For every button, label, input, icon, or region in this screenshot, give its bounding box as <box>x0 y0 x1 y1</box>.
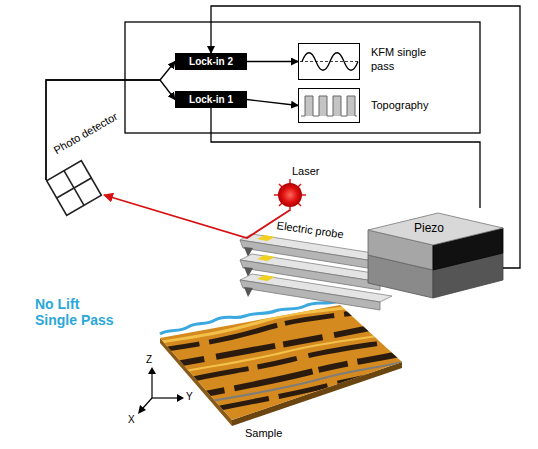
node-text: Piezo <box>414 221 444 235</box>
detector-symbol <box>47 161 102 216</box>
sample-label: Sample <box>245 427 282 440</box>
node-text: Lock-in 2 <box>189 56 233 68</box>
controller-frame <box>125 22 480 133</box>
signal-wire <box>211 108 480 208</box>
axis-label: Z <box>146 354 152 366</box>
node-text: Lock-in 1 <box>189 94 233 106</box>
node-text: Photo detector <box>52 110 120 157</box>
probe-label: Electric probe <box>276 219 344 241</box>
signal-midline <box>300 61 358 62</box>
axis-label: X <box>128 414 135 426</box>
sine-wave <box>302 53 358 71</box>
signal-wire <box>46 80 175 180</box>
signal-box: KFM single pass <box>298 43 360 80</box>
signal-wire <box>247 61 298 62</box>
piezo-symbol <box>368 213 503 298</box>
node-text: Topography <box>371 99 446 113</box>
laser-symbol <box>274 179 306 211</box>
lock-in-box: Lock-in 1 <box>175 91 247 108</box>
node-text: KFM single pass <box>371 46 433 74</box>
signal-wire <box>211 6 520 268</box>
signal-wire <box>104 195 290 238</box>
sample-surface <box>150 301 410 426</box>
axis-triad <box>138 367 184 414</box>
piezo-block: Piezo <box>368 208 503 300</box>
signal-wire <box>46 62 175 181</box>
axis-label: Y <box>186 391 193 403</box>
mode-label: No Lift Single Pass <box>35 296 123 328</box>
node-text: Laser <box>292 165 320 178</box>
lock-in-box: Lock-in 2 <box>175 53 247 70</box>
signal-box: Topography <box>298 88 360 123</box>
square-wave <box>301 96 357 116</box>
photo-detector: Photo detector <box>46 160 104 216</box>
laser-source: Laser <box>270 165 320 210</box>
signal-wire <box>247 100 298 106</box>
